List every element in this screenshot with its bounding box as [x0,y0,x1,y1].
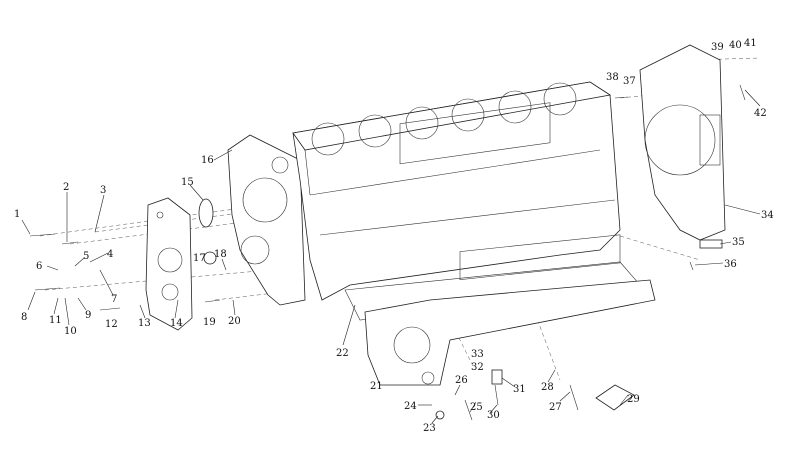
callout-15: 15 [181,177,194,188]
callout-5: 5 [83,251,89,262]
callout-2: 2 [63,182,69,193]
callout-35: 35 [732,237,745,248]
callout-10: 10 [64,326,77,337]
plate-35 [699,239,723,249]
callout-25: 25 [470,402,483,413]
callout-19: 19 [203,317,216,328]
leader-lines [21,89,761,424]
callout-37: 37 [623,76,636,87]
callout-17: 17 [193,253,206,264]
callout-30: 30 [487,410,500,421]
cover-plate-29 [595,384,635,411]
callout-29: 29 [627,394,640,405]
callout-26: 26 [455,375,468,386]
callout-40: 40 [729,40,742,51]
callout-21: 21 [370,381,383,392]
callout-41: 41 [744,38,757,49]
sensor-31 [491,369,503,385]
callout-31: 31 [513,384,526,395]
callout-22: 22 [336,348,349,359]
callout-16: 16 [201,155,214,166]
callout-8: 8 [21,312,27,323]
gear-housing [227,134,306,306]
callout-1: 1 [14,209,20,220]
callout-34: 34 [761,210,774,221]
callout-42: 42 [754,108,767,119]
callout-27: 27 [549,402,562,413]
callout-23: 23 [423,423,436,434]
callout-14: 14 [170,318,183,329]
callout-labels: 1 2 3 4 5 6 7 8 9 10 11 12 13 14 15 16 1… [14,38,774,434]
callout-24: 24 [404,401,417,412]
callout-33: 33 [471,349,484,360]
callout-28: 28 [541,382,554,393]
callout-3: 3 [100,185,106,196]
small-parts [29,84,746,421]
callout-13: 13 [138,318,151,329]
cylinder-block [292,81,621,301]
timing-cover [364,234,656,386]
callout-7: 7 [111,294,117,305]
callout-12: 12 [105,319,118,330]
callout-9: 9 [85,310,91,321]
callout-32: 32 [471,362,484,373]
flywheel-housing [639,44,726,241]
plug-17 [203,251,217,265]
callout-36: 36 [724,259,737,270]
callout-20: 20 [228,316,241,327]
callout-6: 6 [36,261,42,272]
washer-23 [435,410,445,420]
callout-39: 39 [711,42,724,53]
callout-18: 18 [214,249,227,260]
seal-ring [198,198,214,228]
callout-11: 11 [49,315,62,326]
callout-38: 38 [606,72,619,83]
callout-4: 4 [107,249,113,260]
front-cover-plate [145,197,193,331]
